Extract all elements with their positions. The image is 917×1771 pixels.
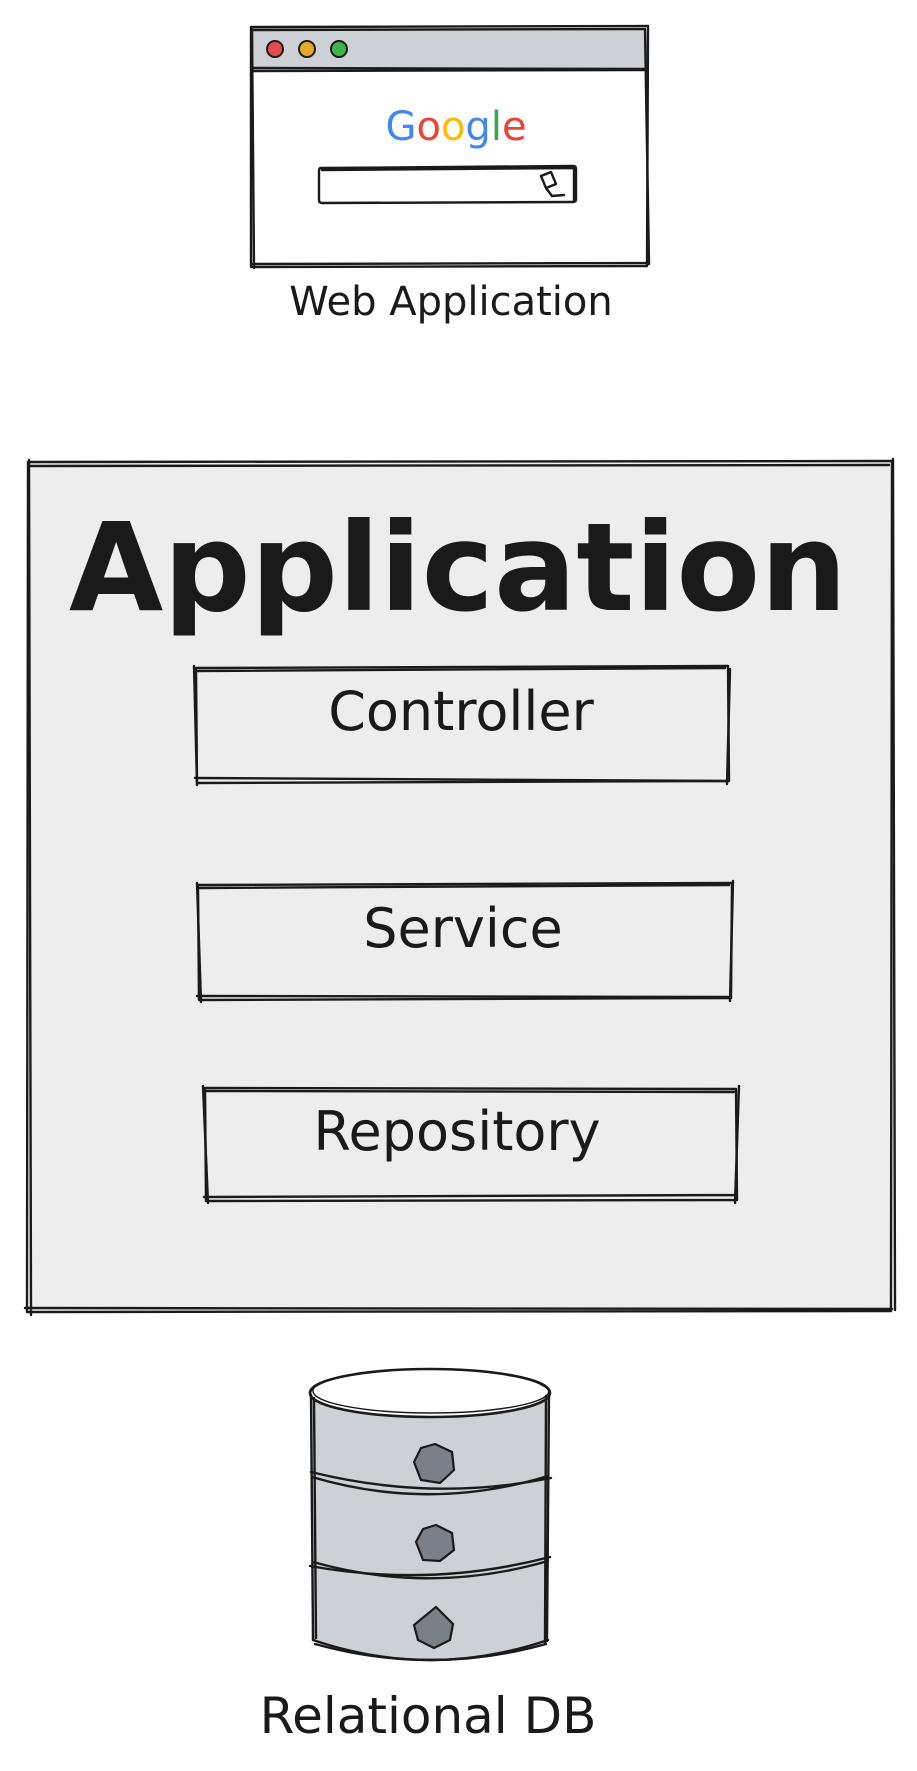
- logo-letter: G: [385, 104, 416, 150]
- application-container: Application Controller Service Repositor…: [23, 457, 897, 1317]
- service-label: Service: [363, 897, 563, 960]
- logo-letter: l: [491, 104, 502, 150]
- logo-letter: o: [441, 104, 465, 150]
- close-dot-icon: [266, 40, 284, 58]
- browser-title-divider: [250, 66, 649, 71]
- controller-layer: Controller: [192, 664, 732, 787]
- logo-letter: o: [416, 104, 440, 150]
- application-title: Application: [69, 497, 847, 639]
- pencil-icon: [539, 170, 566, 198]
- db-disc-icon: [414, 1523, 456, 1563]
- repository-layer: Repository: [201, 1084, 741, 1205]
- minimize-dot-icon: [298, 40, 316, 58]
- service-layer: Service: [195, 879, 735, 1004]
- relational-db-cylinder: Relational DB: [260, 1367, 597, 1745]
- db-disc-icon: [412, 1442, 456, 1485]
- search-box[interactable]: [317, 164, 578, 205]
- maximize-dot-icon: [330, 40, 348, 58]
- controller-label: Controller: [328, 680, 594, 743]
- repository-label: Repository: [313, 1100, 600, 1163]
- logo-letter: e: [502, 104, 527, 150]
- browser-title-bar: [252, 28, 646, 68]
- db-disc-icon: [412, 1605, 455, 1650]
- logo-letter: g: [465, 104, 490, 150]
- browser-frame: [249, 24, 650, 269]
- web-app-label: Web Application: [289, 279, 612, 325]
- relational-db-label: Relational DB: [260, 1687, 597, 1745]
- web-app-browser-window: Google Web Application: [249, 24, 651, 325]
- google-logo: Google: [385, 104, 526, 150]
